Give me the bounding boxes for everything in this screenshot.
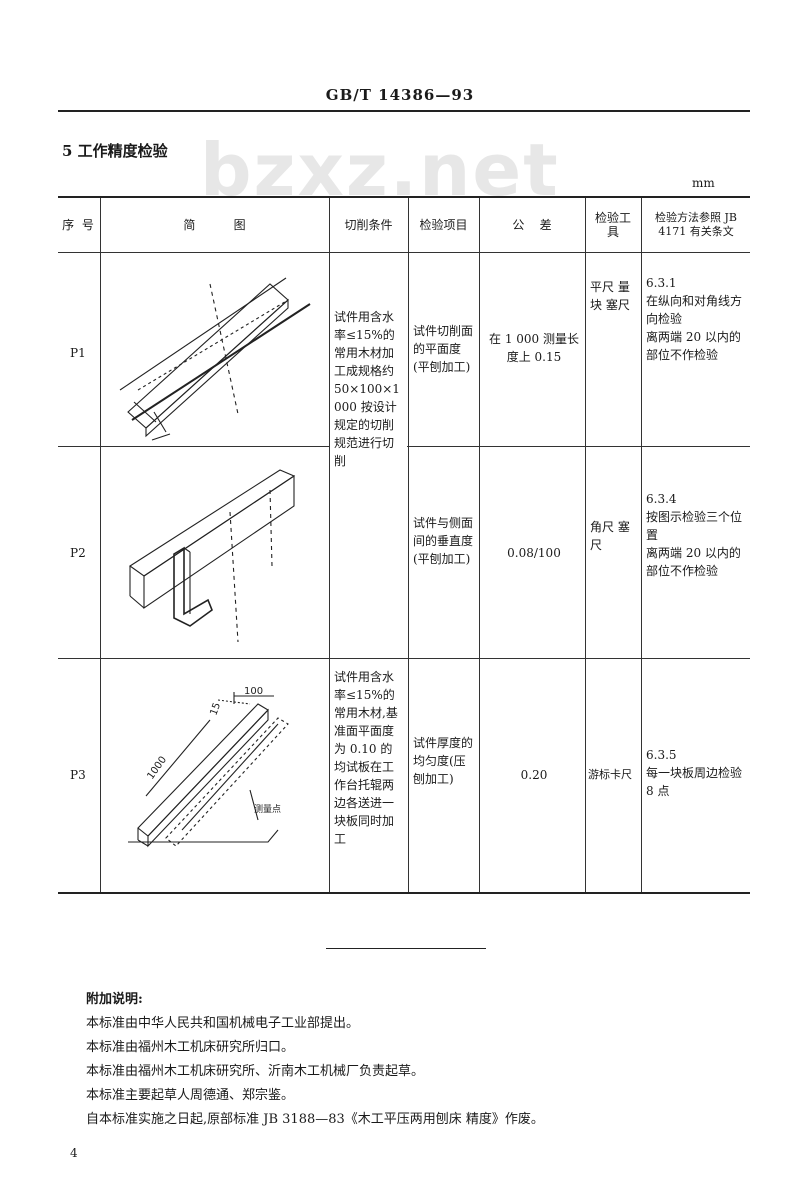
unit-label: mm xyxy=(692,176,715,190)
row-method-text-p2: 按图示检验三个位置 离两端 20 以内的部位不作检验 xyxy=(646,510,743,578)
col-divider xyxy=(479,198,480,892)
note-line: 本标准由福州木工机床研究所、沂南木工机械厂负责起草。 xyxy=(86,1064,425,1079)
row-item-p2: 试件与侧面间的垂直度(平刨加工) xyxy=(413,516,474,566)
additional-notes: 附加说明: 本标准由中华人民共和国机械电子工业部提出。 本标准由福州木工机床研究… xyxy=(86,988,544,1132)
note-line: 本标准主要起草人周德通、郑宗鉴。 xyxy=(86,1088,295,1103)
row-tool-p1: 平尺 量块 塞尺 xyxy=(590,280,630,312)
dim-label: 1000 xyxy=(145,755,169,782)
row-method-ref-p3: 6.3.5 xyxy=(646,748,677,762)
diagram-p1-flatness xyxy=(119,277,311,441)
row-tolerance-p3: 0.20 xyxy=(520,768,548,782)
note-line: 自本标准实施之日起,原部标准 JB 3188—83《木工平压两用刨床 精度》作废… xyxy=(86,1112,544,1127)
col-divider xyxy=(641,198,642,892)
header-tool: 检验工具 xyxy=(594,211,631,239)
watermark: bzxz.net xyxy=(200,128,560,212)
header-method: 检验方法参照 JB 4171 有关条文 xyxy=(655,211,737,238)
header-tolerance: 公 差 xyxy=(512,218,552,232)
col-divider xyxy=(408,198,409,892)
header-divider xyxy=(58,252,750,253)
dim-label: 15 xyxy=(208,701,223,717)
row-tolerance-p1: 在 1 000 测量长度上 0.15 xyxy=(489,332,579,364)
dim-label: 100 xyxy=(244,686,263,697)
end-rule xyxy=(326,948,486,949)
header-diagram: 简 图 xyxy=(183,218,246,232)
row-condition-p3: 试件用含水率≤15%的常用木材,基准面平面度为 0.10 的均试板在工作台托辊两… xyxy=(334,670,398,846)
row-tool-p3: 游标卡尺 xyxy=(588,768,632,781)
row-method-ref-p2: 6.3.4 xyxy=(646,492,677,506)
col-divider xyxy=(585,198,586,892)
diagram-p3-thickness: 100 15 1000 测量点 xyxy=(128,686,289,848)
row-item-p1: 试件切削面的平面度(平刨加工) xyxy=(413,324,474,374)
col-divider xyxy=(329,198,330,892)
row-seq-p2: P2 xyxy=(70,546,86,560)
row-method-ref-p1: 6.3.1 xyxy=(646,276,677,290)
row-tool-p2: 角尺 塞尺 xyxy=(590,520,630,552)
note-title: 附加说明: xyxy=(86,992,143,1007)
note-line: 本标准由中华人民共和国机械电子工业部提出。 xyxy=(86,1016,360,1031)
shared-condition: 试件用含水率≤15%的常用木材加工成规格约 50×100×1 000 按设计规定… xyxy=(334,310,400,468)
header-seq: 序 号 xyxy=(62,218,96,232)
note-line: 本标准由福州木工机床研究所归口。 xyxy=(86,1040,295,1055)
row-seq-p1: P1 xyxy=(70,346,86,360)
section-title: 5 工作精度检验 xyxy=(62,142,168,160)
header-item: 检验项目 xyxy=(419,218,468,232)
standard-number: GB/T 14386—93 xyxy=(325,86,475,104)
precision-table: 序 号 简 图 切削条件 检验项目 公 差 检验工具 检验方法参照 JB 417… xyxy=(58,196,750,894)
row-tolerance-p2: 0.08/100 xyxy=(507,546,561,560)
row-divider xyxy=(58,658,750,659)
header-rule xyxy=(58,110,750,112)
merged-cell-mask xyxy=(330,444,407,449)
row-seq-p3: P3 xyxy=(70,768,86,782)
page-number: 4 xyxy=(70,1146,78,1160)
row-method-text-p1: 在纵向和对角线方向检验 离两端 20 以内的部位不作检验 xyxy=(646,294,743,362)
dim-label: 测量点 xyxy=(254,804,281,815)
header-condition: 切削条件 xyxy=(344,218,393,232)
row-item-p3: 试件厚度的均匀度(压刨加工) xyxy=(413,736,474,786)
row-method-text-p3: 每一块板周边检验 8 点 xyxy=(646,766,743,798)
col-divider xyxy=(100,198,101,892)
diagram-p2-perpendicularity xyxy=(129,469,296,643)
